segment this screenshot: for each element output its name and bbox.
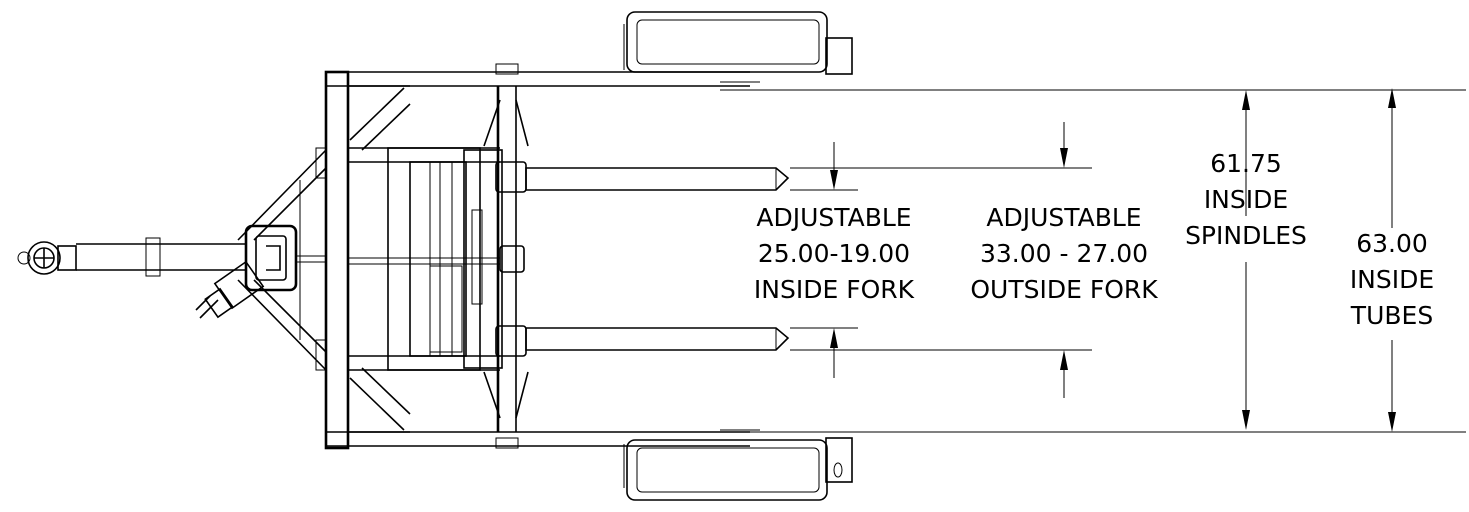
tongue-a-frame <box>237 147 327 371</box>
jack-box <box>244 224 298 292</box>
inside-tubes-label: 63.00 INSIDE TUBES <box>1350 229 1434 330</box>
outside-fork-dimension <box>790 122 1092 398</box>
bottom-fork <box>525 327 790 351</box>
top-tire <box>623 11 853 75</box>
inside-tubes-label-line3: TUBES <box>1350 301 1433 330</box>
inside-tubes-label-line1: 63.00 <box>1356 229 1428 258</box>
main-frame <box>324 70 500 450</box>
bottom-tire <box>623 437 853 501</box>
inside-fork-dimension <box>790 142 858 378</box>
hitch-coupler <box>17 241 77 275</box>
bottom-side-tube <box>326 429 1466 449</box>
inside-spindles-label-line3: SPINDLES <box>1185 221 1307 250</box>
top-fork <box>525 167 790 191</box>
inside-spindles-label: 61.75 INSIDE SPINDLES <box>1185 149 1307 250</box>
outside-fork-label-line1: ADJUSTABLE <box>986 203 1141 232</box>
fork-carriage <box>387 147 503 371</box>
inside-fork-label: ADJUSTABLE 25.00-19.00 INSIDE FORK <box>754 203 915 304</box>
inside-tubes-label-line2: INSIDE <box>1350 265 1434 294</box>
tongue-tube <box>76 237 500 277</box>
inside-fork-label-line2: 25.00-19.00 <box>758 239 910 268</box>
inside-fork-label-line3: INSIDE FORK <box>754 275 915 304</box>
inside-spindles-label-line1: 61.75 <box>1210 149 1282 178</box>
jack-handle <box>195 260 265 319</box>
inside-spindles-label-line2: INSIDE <box>1204 185 1288 214</box>
outside-fork-label-line2: 33.00 - 27.00 <box>980 239 1148 268</box>
inside-tubes-dimension <box>1388 88 1396 432</box>
axle-spindle-frame <box>483 86 529 432</box>
inside-fork-label-line1: ADJUSTABLE <box>756 203 911 232</box>
outside-fork-label: ADJUSTABLE 33.00 - 27.00 OUTSIDE FORK <box>970 203 1158 304</box>
outside-fork-label-line3: OUTSIDE FORK <box>970 275 1158 304</box>
inside-spindles-dimension <box>1242 90 1250 430</box>
